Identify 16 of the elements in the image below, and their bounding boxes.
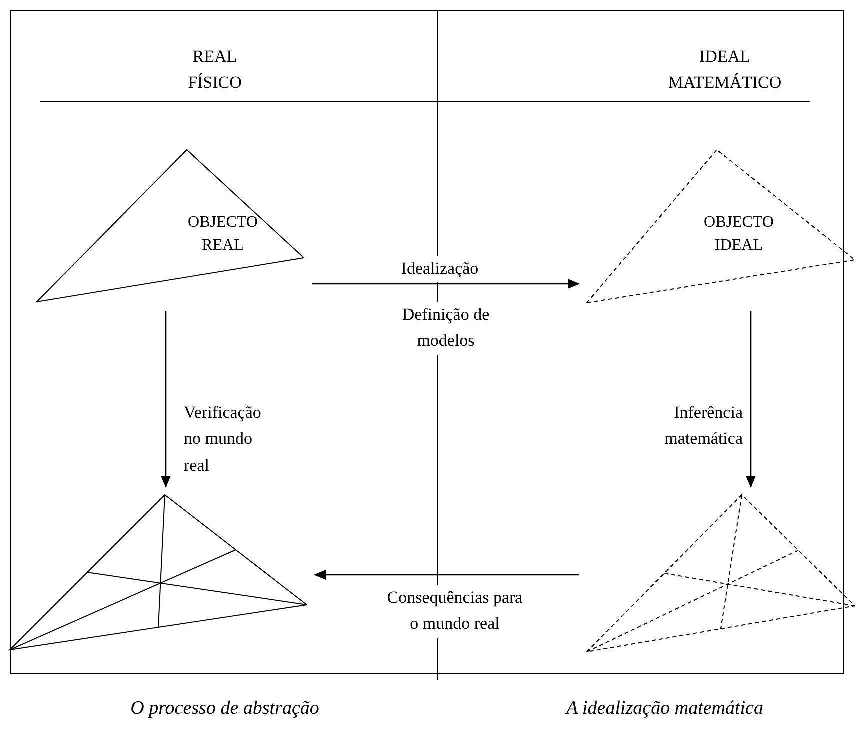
caption: A idealização matemática	[564, 697, 764, 721]
node-label: OBJECTO REAL	[187, 212, 259, 256]
triangle-medians-drawing	[10, 495, 307, 650]
triangle-medians-drawing	[587, 495, 855, 652]
column-heading: REAL FÍSICO	[187, 46, 243, 94]
triangle-shape	[587, 150, 855, 303]
node-label: OBJECTO IDEAL	[703, 212, 775, 256]
arrow	[161, 311, 171, 488]
triangle-shape	[37, 150, 304, 303]
arrow	[312, 279, 580, 289]
edge-label: Consequências para o mundo real	[385, 585, 525, 638]
edge-note: Definição de modelos	[401, 302, 491, 355]
caption: O processo de abstração	[130, 697, 320, 721]
column-heading: IDEAL MATEMÁTICO	[667, 46, 783, 94]
arrow	[314, 570, 579, 580]
arrow	[746, 311, 756, 488]
